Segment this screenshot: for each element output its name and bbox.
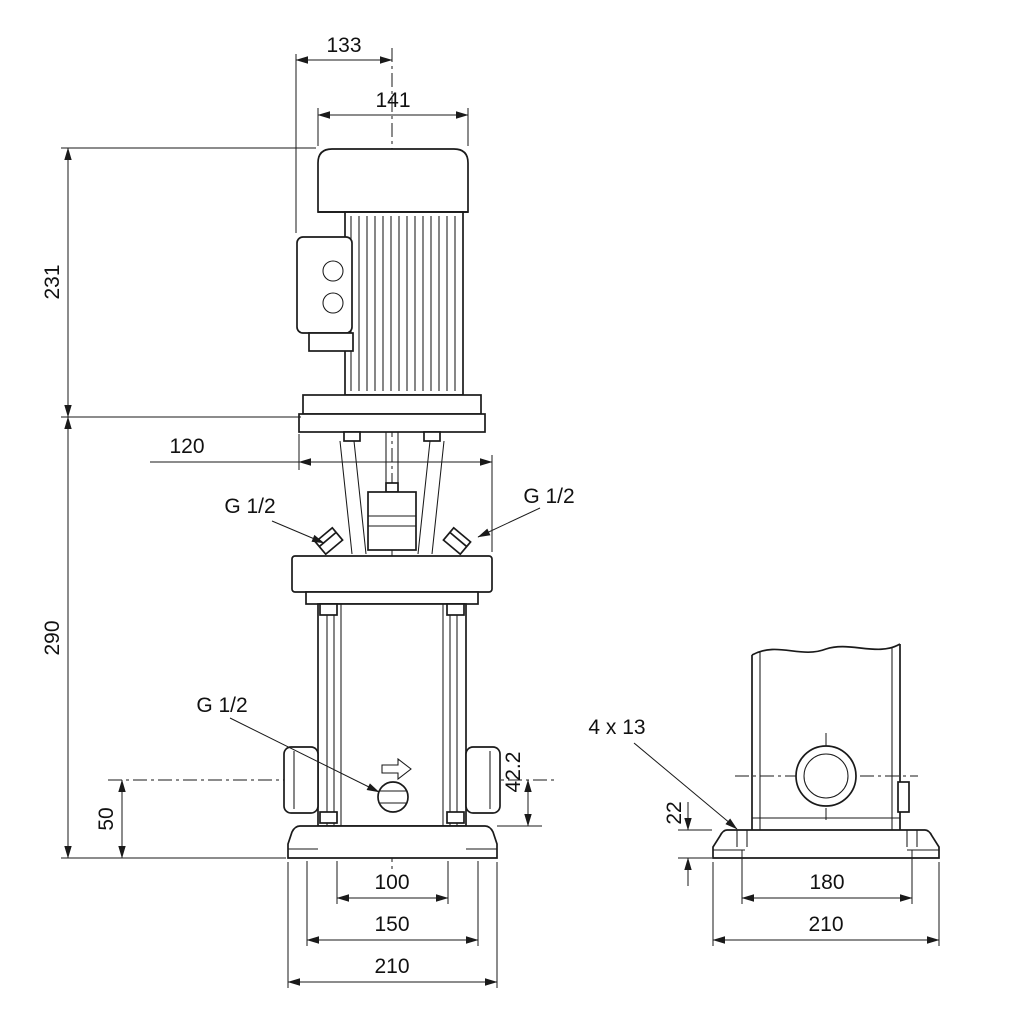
flow-arrow-icon: [381, 757, 412, 781]
discharge-port: [465, 746, 501, 814]
vent-plug-right: [442, 526, 472, 556]
ports: [283, 746, 501, 814]
dim-label-133: 133: [326, 34, 361, 57]
terminal-box: [296, 236, 354, 352]
coupling-section: [298, 413, 486, 556]
side-port-inner: [803, 753, 849, 799]
dim-label-42: 42.2: [502, 752, 525, 793]
dim-label-22: 22: [663, 801, 686, 824]
motor: [296, 148, 482, 415]
vent-plug-left: [314, 526, 344, 556]
dim-label-120: 120: [169, 435, 204, 458]
pump-head: [291, 555, 493, 593]
motor-flange: [302, 394, 482, 415]
plug-label-right: G 1/2: [523, 485, 574, 508]
dim-label-100: 100: [374, 871, 409, 894]
terminal-hole-icon: [322, 292, 344, 314]
dim-label-290: 290: [41, 620, 64, 655]
base-side: [712, 829, 940, 859]
leader-plug-right: [477, 507, 541, 538]
holes-label: 4 x 13: [588, 716, 645, 739]
terminal-hole-icon: [322, 260, 344, 282]
dim-label-141: 141: [375, 89, 410, 112]
drain-plug: [377, 757, 412, 813]
dim-label-180: 180: [809, 871, 844, 894]
dim-label-50: 50: [95, 807, 118, 830]
front-view: [283, 148, 501, 859]
coupling-clamp: [367, 491, 417, 551]
leader-bolt-holes: [633, 742, 738, 830]
side-view: [712, 643, 940, 859]
dimensions: 133 141 231 120 290 G 1/2 G 1/2 G 1/2 50…: [41, 34, 940, 988]
dim-label-150: 150: [374, 913, 409, 936]
plug-label-drain: G 1/2: [196, 694, 247, 717]
suction-port: [283, 746, 319, 814]
side-port-outer: [795, 745, 857, 807]
leader-plug-left: [271, 520, 325, 544]
base-front: [287, 825, 498, 859]
leader-drain-plug: [229, 717, 380, 793]
dim-label-210-side: 210: [808, 913, 843, 936]
dim-label-231: 231: [41, 264, 64, 299]
base-bolt-holes: [736, 830, 918, 847]
centerlines: [108, 48, 918, 872]
pump-body: [291, 555, 493, 827]
plug-label-left: G 1/2: [224, 495, 275, 518]
break-line: [751, 643, 901, 656]
dim-label-210-front: 210: [374, 955, 409, 978]
